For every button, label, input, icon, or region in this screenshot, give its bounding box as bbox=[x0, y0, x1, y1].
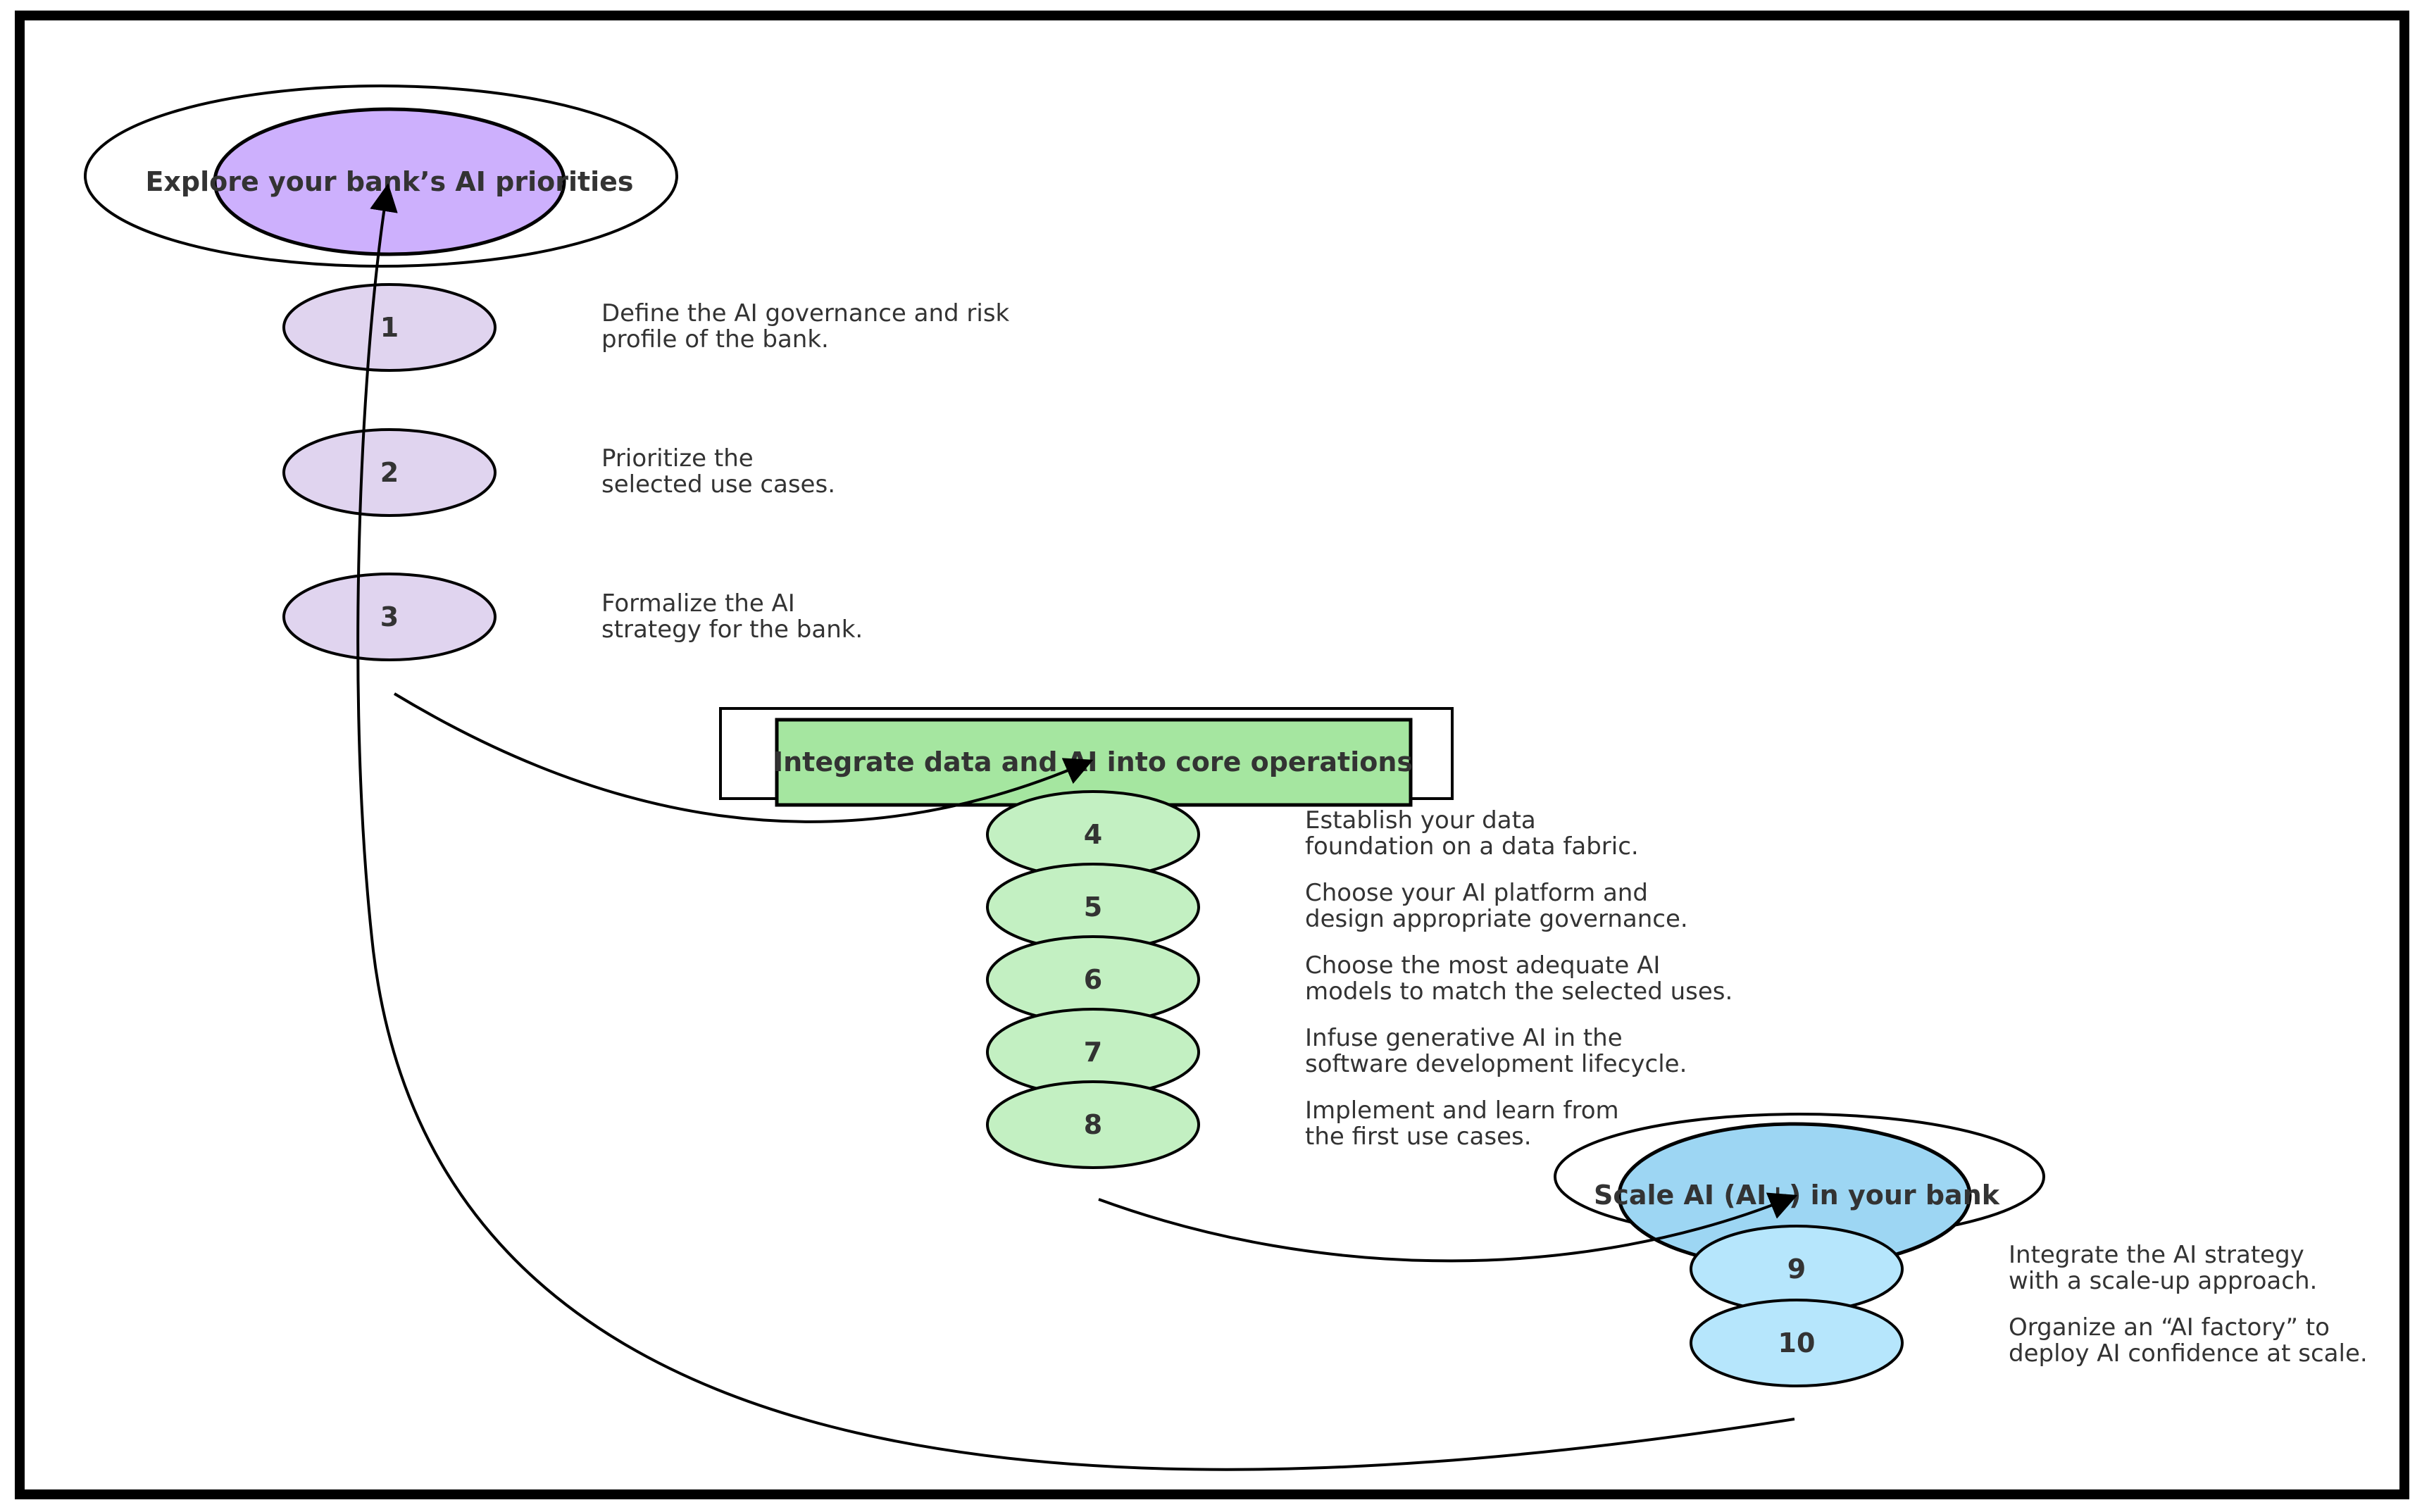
connector-explore-to-integrate bbox=[393, 692, 1094, 823]
step-9-number: 9 bbox=[1787, 1254, 1806, 1285]
step-6-description: Choose the most adequate AI models to ma… bbox=[1305, 951, 1733, 1006]
step-3: 3 Formalize the AI strategy for the bank… bbox=[282, 573, 863, 661]
step-8-node bbox=[986, 1080, 1200, 1169]
connector-integrate-to-scale bbox=[1098, 1192, 1798, 1263]
step-3-node bbox=[282, 573, 497, 661]
step-1-node bbox=[282, 283, 497, 372]
stage-explore-node bbox=[213, 107, 566, 256]
step-9-description: Integrate the AI strategy with a scale-u… bbox=[2009, 1241, 2317, 1295]
step-5-description: Choose your AI platform and design appro… bbox=[1305, 879, 1688, 933]
step-4-description: Establish your data foundation on a data… bbox=[1305, 806, 1639, 861]
step-7-number: 7 bbox=[1084, 1037, 1102, 1068]
stage-scale: 9 Integrate the AI strategy with a scale… bbox=[1554, 1113, 2368, 1387]
stage-integrate-title: Integrate data and AI into core operatio… bbox=[773, 746, 1413, 777]
step-2-number: 2 bbox=[380, 457, 399, 488]
step-7: 7 Infuse generative AI in the software d… bbox=[986, 1008, 1687, 1096]
step-2: 2 Prioritize the selected use cases. bbox=[282, 428, 835, 517]
step-1-description: Define the AI governance and risk profil… bbox=[601, 299, 1017, 354]
step-2-description: Prioritize the selected use cases. bbox=[601, 444, 835, 499]
step-1: 1 Define the AI governance and risk prof… bbox=[282, 283, 1017, 372]
step-3-description: Formalize the AI strategy for the bank. bbox=[601, 589, 863, 644]
step-4-number: 4 bbox=[1084, 819, 1102, 850]
connector-scale-to-explore bbox=[356, 183, 1795, 1471]
stage-scale-title: Scale AI (AI+) in your bank bbox=[1594, 1180, 2000, 1211]
step-10-description: Organize an “AI factory” to deploy AI co… bbox=[2009, 1313, 2368, 1368]
step-5-number: 5 bbox=[1084, 892, 1102, 923]
step-6-number: 6 bbox=[1084, 964, 1102, 995]
step-10: 10 Organize an “AI factory” to deploy AI… bbox=[1690, 1299, 2368, 1387]
step-3-number: 3 bbox=[380, 601, 399, 632]
step-1-number: 1 bbox=[380, 312, 399, 343]
step-8: 8 Implement and learn from the first use… bbox=[986, 1080, 1626, 1169]
step-8-number: 8 bbox=[1084, 1109, 1102, 1140]
stage-explore-outer-ring bbox=[84, 85, 678, 268]
step-4: 4 Establish your data foundation on a da… bbox=[986, 790, 1639, 879]
step-6: 6 Choose the most adequate AI models to … bbox=[986, 935, 1733, 1024]
stage-explore: Explore your bank’s AI priorities 1 Defi… bbox=[84, 85, 1017, 661]
step-2-node bbox=[282, 428, 497, 517]
stage-explore-title: Explore your bank’s AI priorities bbox=[145, 166, 633, 197]
step-7-description: Infuse generative AI in the software dev… bbox=[1305, 1024, 1687, 1078]
step-10-number: 10 bbox=[1778, 1327, 1816, 1358]
step-8-description: Implement and learn from the first use c… bbox=[1305, 1096, 1626, 1151]
step-5: 5 Choose your AI platform and design app… bbox=[986, 863, 1688, 951]
step-10-node bbox=[1690, 1299, 1904, 1387]
stage-integrate: 4 Establish your data foundation on a da… bbox=[719, 707, 1733, 1169]
